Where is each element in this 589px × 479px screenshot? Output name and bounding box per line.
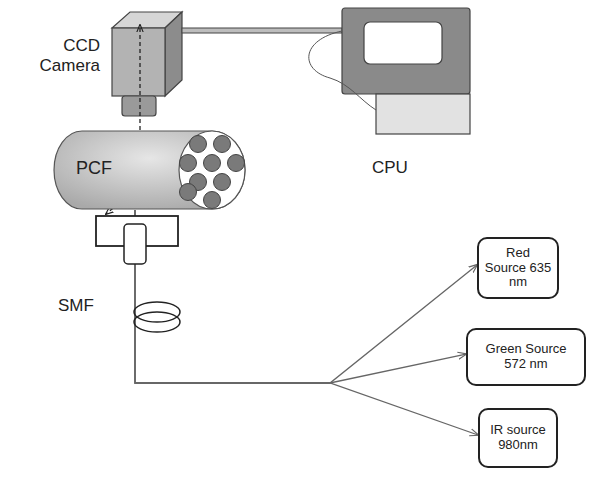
source-box: IR source 980nm xyxy=(478,408,558,468)
camera-cable-plug xyxy=(182,28,342,33)
source-label: Green Source 572 nm xyxy=(473,342,579,372)
air-hole xyxy=(204,155,221,172)
camera-front xyxy=(112,28,165,96)
cpu-base xyxy=(376,94,470,134)
fiber-node: PCF xyxy=(52,130,247,210)
device-label: CPU xyxy=(372,158,408,178)
camera-lens xyxy=(122,96,156,116)
cylinder-end xyxy=(179,131,245,209)
fiber-connector-line xyxy=(135,210,466,383)
air-hole xyxy=(228,155,245,172)
camera-node: CCD Camera xyxy=(112,12,182,116)
air-hole xyxy=(180,184,197,201)
air-hole xyxy=(204,192,221,209)
air-hole xyxy=(190,136,207,153)
air-hole xyxy=(214,174,231,191)
computer-node: CPU xyxy=(342,8,470,134)
source-label: Red Source 635 nm xyxy=(484,246,552,291)
device-label: PCF xyxy=(76,158,112,179)
source-box: Red Source 635 nm xyxy=(477,237,559,299)
fiber-coil xyxy=(134,312,180,332)
monitor-screen xyxy=(364,22,442,64)
fiber-connector-line xyxy=(135,210,477,383)
source-label: IR source 980nm xyxy=(485,423,551,453)
monitor-frame xyxy=(342,8,470,94)
device-label: CCD Camera xyxy=(8,36,100,75)
air-hole xyxy=(180,155,197,172)
cable xyxy=(309,31,376,110)
camera-side xyxy=(165,12,182,96)
fiber-connector xyxy=(124,224,146,264)
cylinder-body xyxy=(54,131,245,209)
fiber-label: SMF xyxy=(58,296,94,316)
fiber-connector-line xyxy=(135,210,478,435)
air-hole xyxy=(214,136,231,153)
source-box: Green Source 572 nm xyxy=(466,328,586,386)
